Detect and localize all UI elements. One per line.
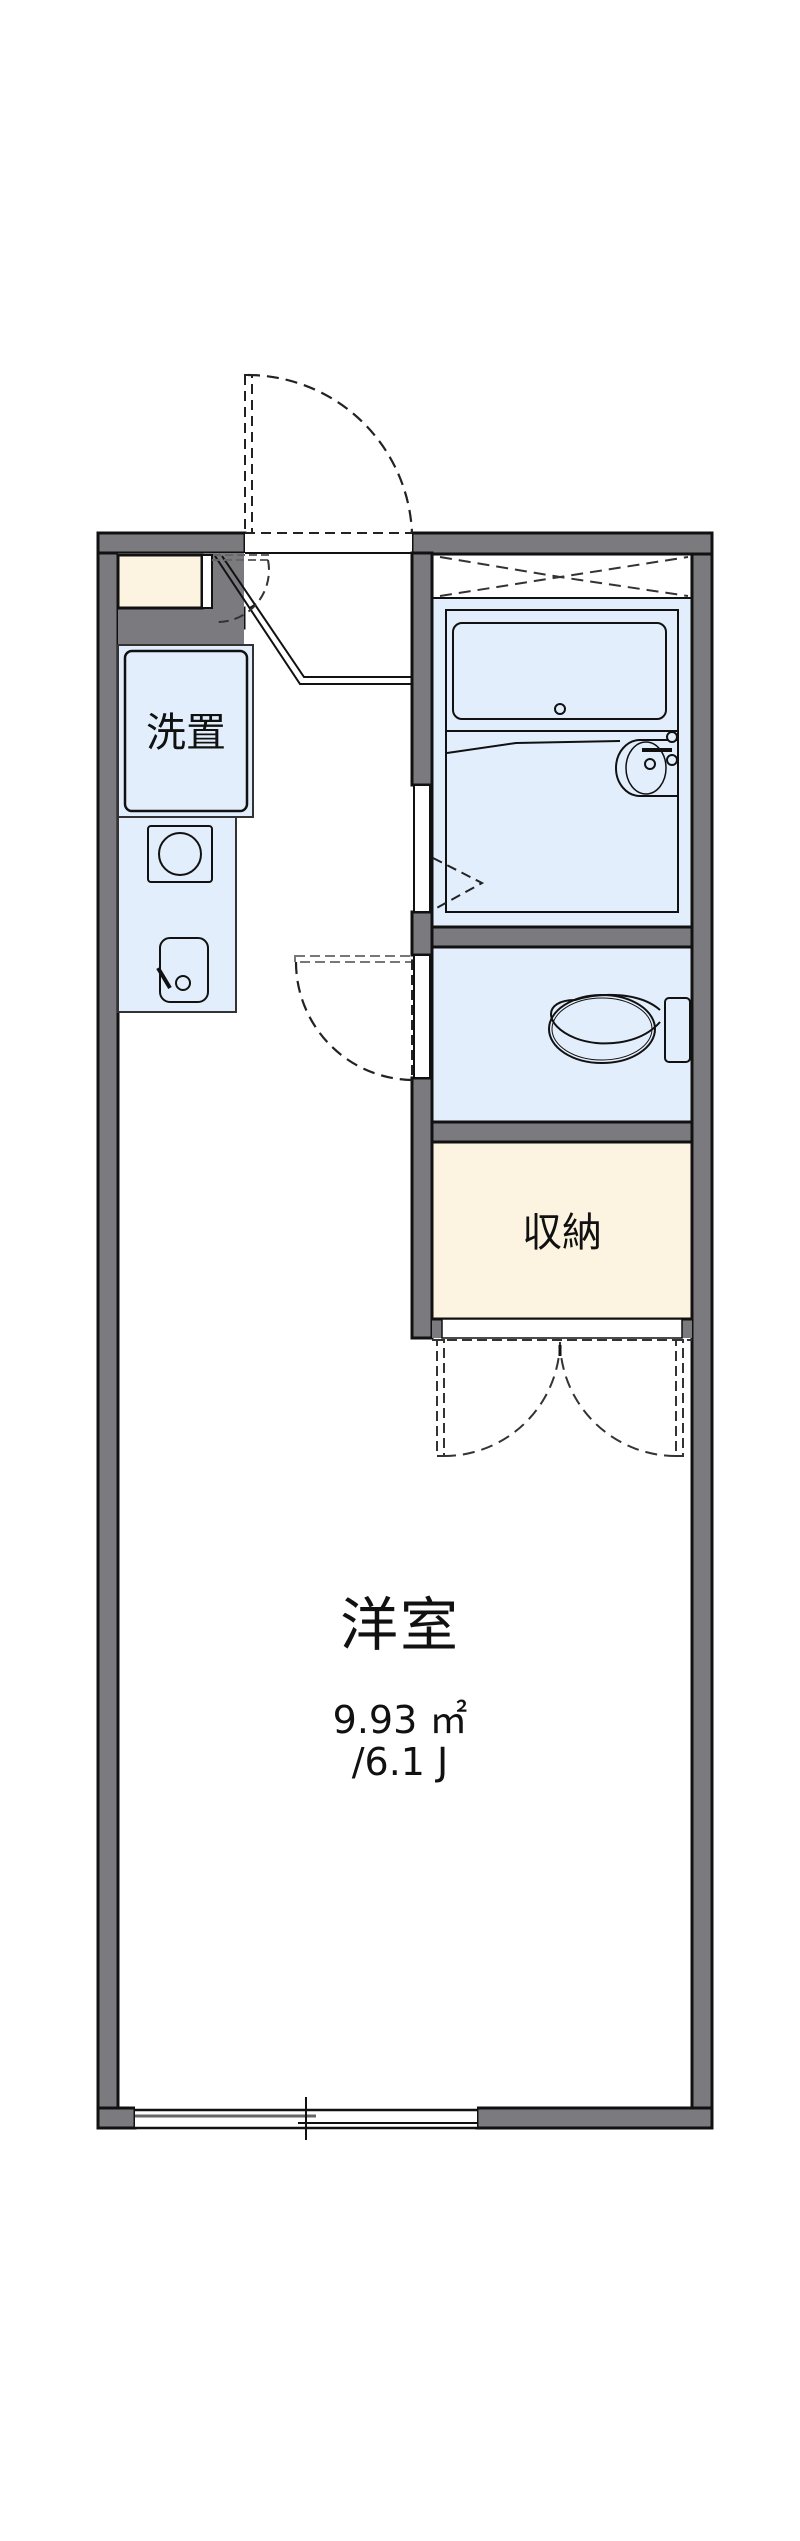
kitchen-counter [117,816,237,1013]
right-column-white-openings [413,784,431,1079]
outer-walls [96,531,714,2130]
main-room-tatami: /6.1 J [351,1740,449,1784]
washer-space [117,628,254,818]
genkan-partition [212,554,412,685]
main-room-name: 洋室 [339,1591,460,1659]
closet [430,1140,694,1339]
main-room-area: 9.93 ㎡ [332,1698,468,1742]
toilet-icon [548,993,691,1064]
sink-icon [156,937,209,1003]
bathtub-icon [452,622,667,720]
window [135,2097,477,2140]
toilet-room [430,945,694,1124]
closet-doors[interactable] [432,1339,692,1457]
closet-label: 収納 [522,1210,602,1256]
washer-space-label: 洗置 [146,710,226,756]
toilet-door[interactable] [294,955,413,1082]
stove-icon [147,825,213,883]
shoe-storage [116,553,246,643]
entry-door[interactable] [244,373,414,554]
bathroom [430,552,694,929]
washbasin-icon [615,731,678,797]
